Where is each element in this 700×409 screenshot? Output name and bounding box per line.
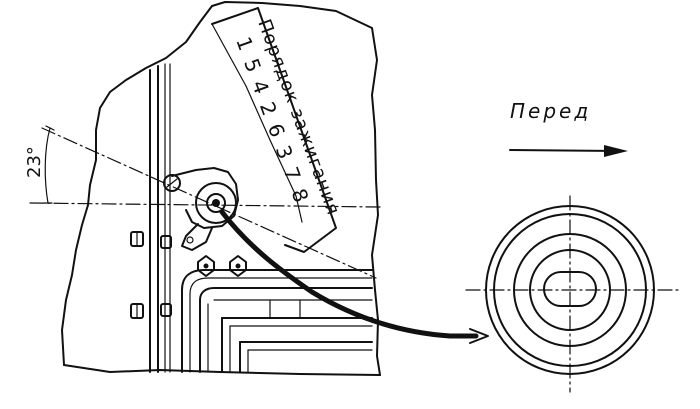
bolt-icon — [130, 303, 144, 319]
timing-disc — [465, 195, 683, 393]
reference-lines: 23° — [24, 125, 381, 279]
nut-icon — [197, 255, 215, 277]
bolt-icon — [160, 235, 172, 249]
engine-block — [61, 1, 381, 376]
nut-icon — [229, 255, 247, 277]
arrow-right-icon — [509, 145, 628, 157]
bolt-icon — [130, 231, 144, 247]
front-label: Перед — [510, 99, 591, 123]
front-direction: Перед — [509, 99, 628, 157]
angle-label: 23° — [24, 146, 45, 178]
bolt-icon — [160, 303, 172, 317]
engine-lower-details — [181, 255, 373, 373]
ignition-lead — [219, 209, 479, 339]
distributor-assembly — [163, 167, 489, 344]
